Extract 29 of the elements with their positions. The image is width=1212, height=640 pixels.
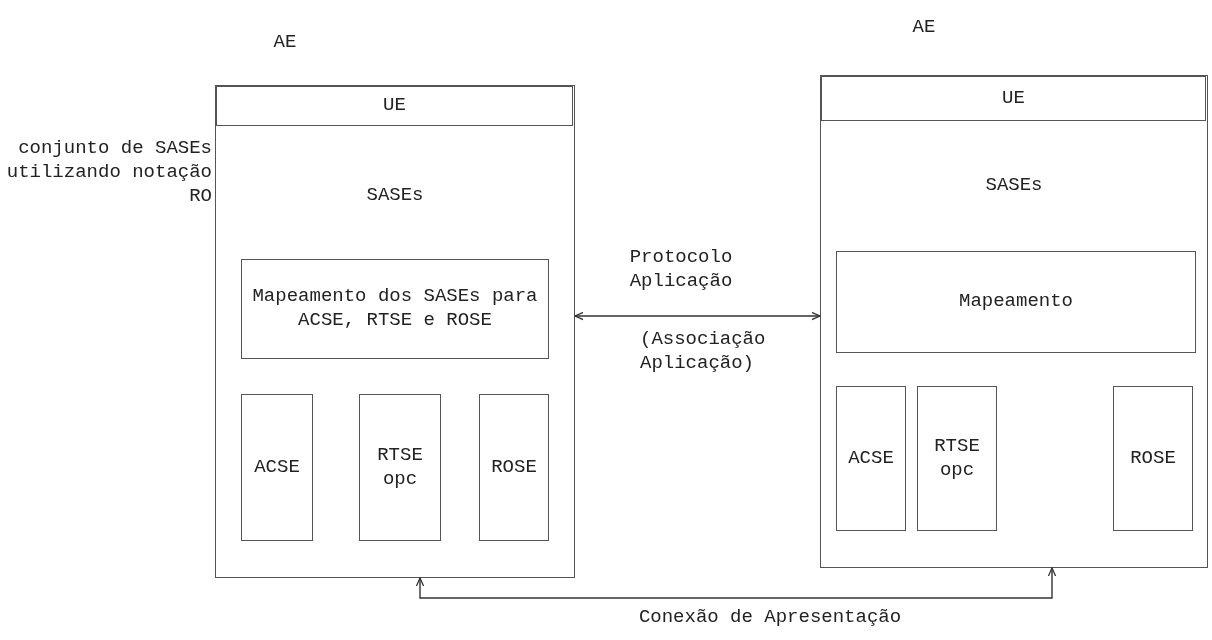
entity-heading: AE [911,16,937,40]
entity-label: SASEs [365,184,425,208]
entity-label: SASEs [984,174,1044,198]
module-label: UE [382,94,407,118]
module-box [241,259,549,359]
module-label: RTSE opc [933,434,981,483]
module-label: Mapeamento dos SASEs para ACSE, RTSE e ROSE [251,285,539,333]
caption-text: Conexão de Apresentação [637,606,903,630]
module-box [917,386,997,531]
module-box [479,394,549,541]
connector-arrow [415,567,1057,599]
connector-arrow [574,311,821,321]
module-box [821,76,1206,121]
module-box [216,86,573,126]
module-box [1113,386,1193,531]
module-label: ROSE [490,455,538,480]
module-label: ROSE [1129,446,1177,471]
annotation-text: conjunto de SASEs utilizando notação RO [5,137,212,209]
module-label: Mapeamento [958,290,1074,314]
module-label: RTSE opc [376,443,424,492]
annotation-text: (Associação Aplicação) [640,328,767,376]
module-box [241,394,313,541]
module-label: ACSE [253,455,301,480]
module-box [359,394,441,541]
module-label: ACSE [847,446,895,471]
entity-heading: AE [272,31,298,55]
module-label: UE [1001,86,1026,111]
module-box [836,251,1196,353]
module-box [836,386,906,531]
